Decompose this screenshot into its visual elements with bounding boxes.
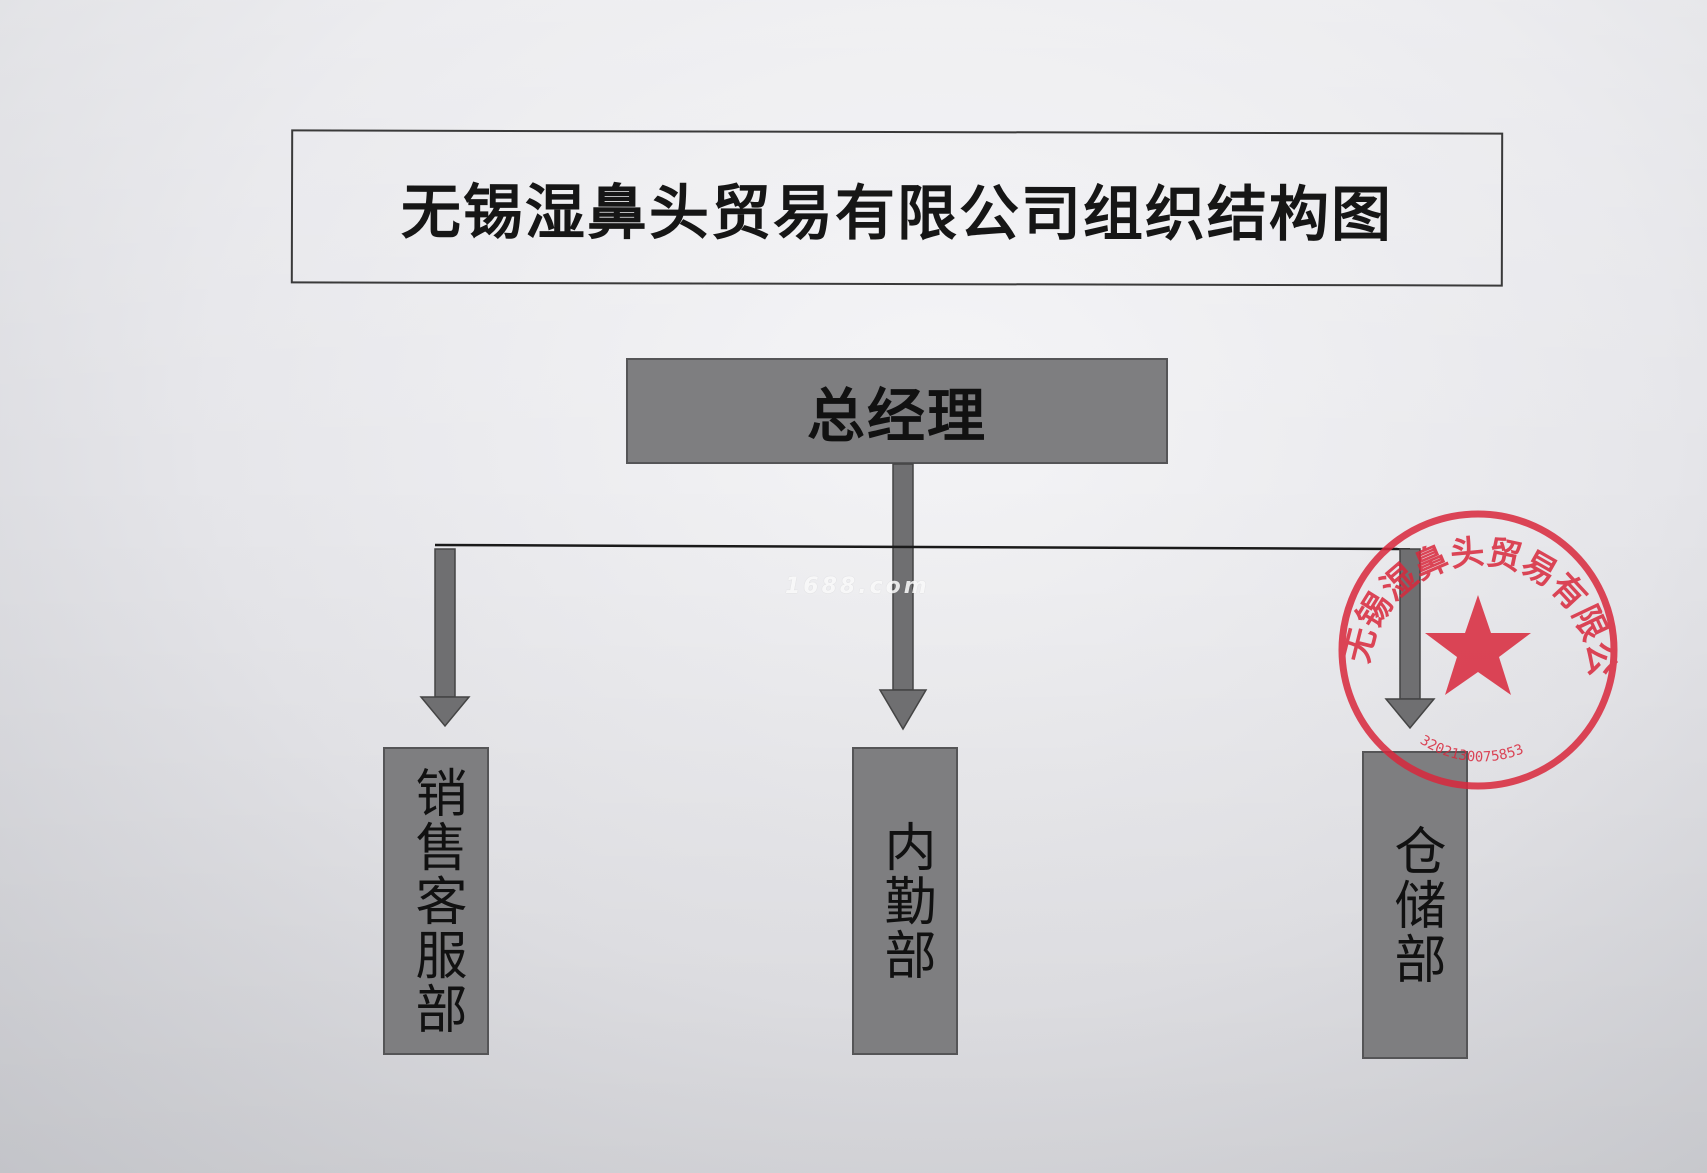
dept-label-warehouse: 仓储部 [1385, 824, 1445, 986]
dept-label-sales: 销售客服部 [406, 766, 466, 1036]
seal-number: 3202130075853 [1417, 732, 1526, 765]
arrow-head-sales [419, 696, 471, 728]
dept-node-internal: 内勤部 [852, 747, 958, 1055]
watermark-text: 1688.com [785, 574, 930, 599]
seal-outer-ring [1338, 510, 1618, 790]
dept-node-warehouse: 仓储部 [1362, 751, 1468, 1059]
left-arrow-shaft [434, 548, 456, 698]
dept-node-sales: 销售客服部 [383, 747, 489, 1055]
general-manager-label: 总经理 [806, 382, 987, 450]
company-seal-stamp: 无锡湿鼻头贸易有限公司 3202130075853 [1328, 500, 1622, 790]
seal-star-icon [1425, 595, 1531, 695]
horizontal-bus-line [434, 543, 1411, 551]
general-manager-node: 总经理 [626, 358, 1168, 464]
dept-label-internal: 内勤部 [875, 820, 935, 982]
arrow-head-warehouse [1384, 698, 1436, 730]
arrow-head-internal [878, 689, 928, 731]
